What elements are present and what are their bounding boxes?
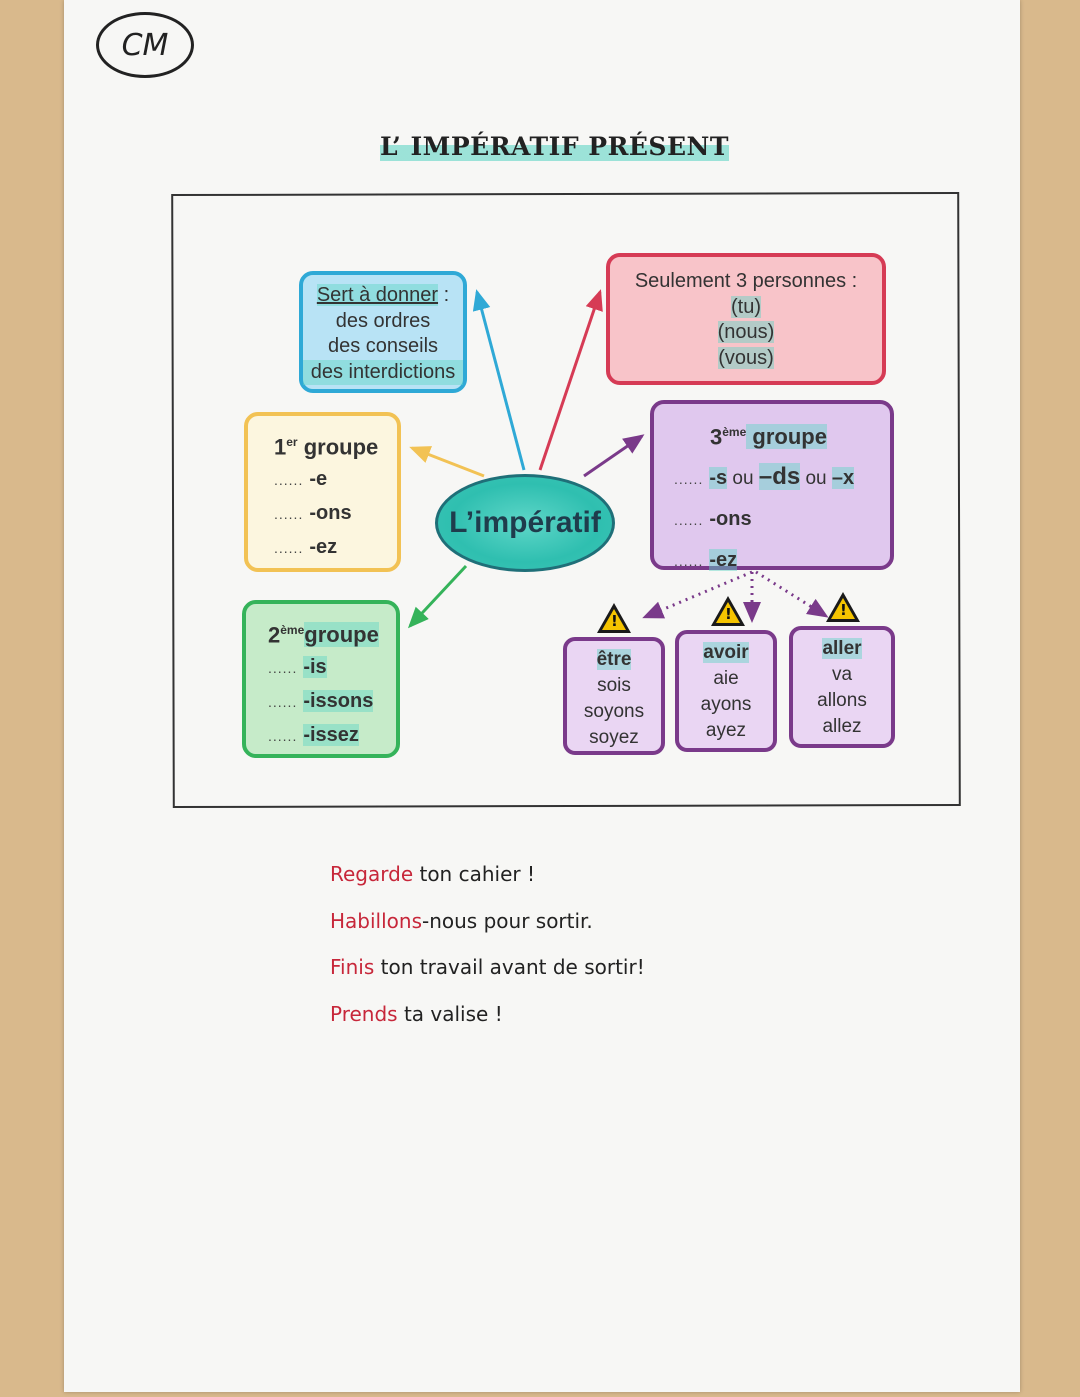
group1-box: 1er groupe ......-e ......-ons ......-ez <box>244 412 401 572</box>
group1-ending: ......-ez <box>274 536 338 559</box>
warning-icon: ! <box>826 592 860 622</box>
verb-infinitive: avoir <box>703 642 749 663</box>
verb-form: sois <box>597 675 631 696</box>
page-title: L’ IMPÉRATIF PRÉSENT <box>380 132 729 161</box>
example-sentences: Regarde ton cahier ! Habillons-nous pour… <box>330 862 645 1048</box>
group2-box: 2èmegroupe ......-is ......-issons .....… <box>242 600 400 758</box>
example-sentence: Prends ta valise ! <box>330 1001 503 1026</box>
group3-heading: 3ème groupe <box>710 424 827 450</box>
verb-form: soyons <box>583 701 645 722</box>
example-sentence: Regarde ton cahier ! <box>330 862 535 886</box>
usage-line: des conseils <box>327 335 439 357</box>
verb-form: ayez <box>705 720 747 741</box>
example-sentence: Habillons-nous pour sortir. <box>330 908 593 933</box>
center-label: L’impératif <box>449 506 601 539</box>
verb-form: allons <box>817 690 867 711</box>
group1-heading: 1er groupe <box>274 434 379 460</box>
person-vous: (vous) <box>718 346 774 369</box>
verb-box-avoir: avoir aie ayons ayez <box>675 630 777 752</box>
cm-badge: CM <box>96 12 194 78</box>
verb-box-etre: être sois soyons soyez <box>563 637 665 755</box>
usage-heading: Sert à donner <box>316 284 439 306</box>
verb-infinitive: être <box>596 649 632 670</box>
usage-line: des interdictions <box>303 359 463 385</box>
warning-icon: ! <box>597 603 631 633</box>
verb-form: aie <box>713 668 739 689</box>
example-sentence: Finis ton travail avant de sortir! <box>330 955 645 979</box>
verb-form: va <box>831 664 853 685</box>
person-nous: (nous) <box>717 321 775 343</box>
title-text: L’ IMPÉRATIF PRÉSENT <box>380 132 729 161</box>
group2-ending: ......-is <box>268 656 327 679</box>
group3-ending: ......-ez <box>674 549 738 572</box>
usage-line: des ordres <box>335 309 431 332</box>
verb-form: allez <box>822 716 862 737</box>
center-node: L’impératif <box>435 474 615 572</box>
verb-form: soyez <box>589 727 639 748</box>
group2-heading: 2èmegroupe <box>268 622 379 648</box>
group2-ending: ......-issons <box>268 690 374 713</box>
verb-box-aller: aller va allons allez <box>789 626 895 748</box>
verb-infinitive: aller <box>822 638 862 659</box>
group1-ending: ......-ons <box>274 502 352 525</box>
group3-box: 3ème groupe ......-s ou –ds ou –x ......… <box>650 400 894 572</box>
group3-ending: ......-ons <box>674 508 752 531</box>
verb-form: ayons <box>700 694 752 715</box>
group3-ending: ......-s ou –ds ou –x <box>674 463 855 491</box>
persons-heading: Seulement 3 personnes : <box>634 270 858 292</box>
person-tu: (tu) <box>731 295 761 318</box>
warning-icon: ! <box>711 596 745 626</box>
usage-box: Sert à donner : des ordres des conseils … <box>299 271 467 393</box>
group2-ending: ......-issez <box>268 724 359 747</box>
group1-ending: ......-e <box>274 468 328 491</box>
persons-box: Seulement 3 personnes : (tu) (nous) (vou… <box>606 253 886 385</box>
